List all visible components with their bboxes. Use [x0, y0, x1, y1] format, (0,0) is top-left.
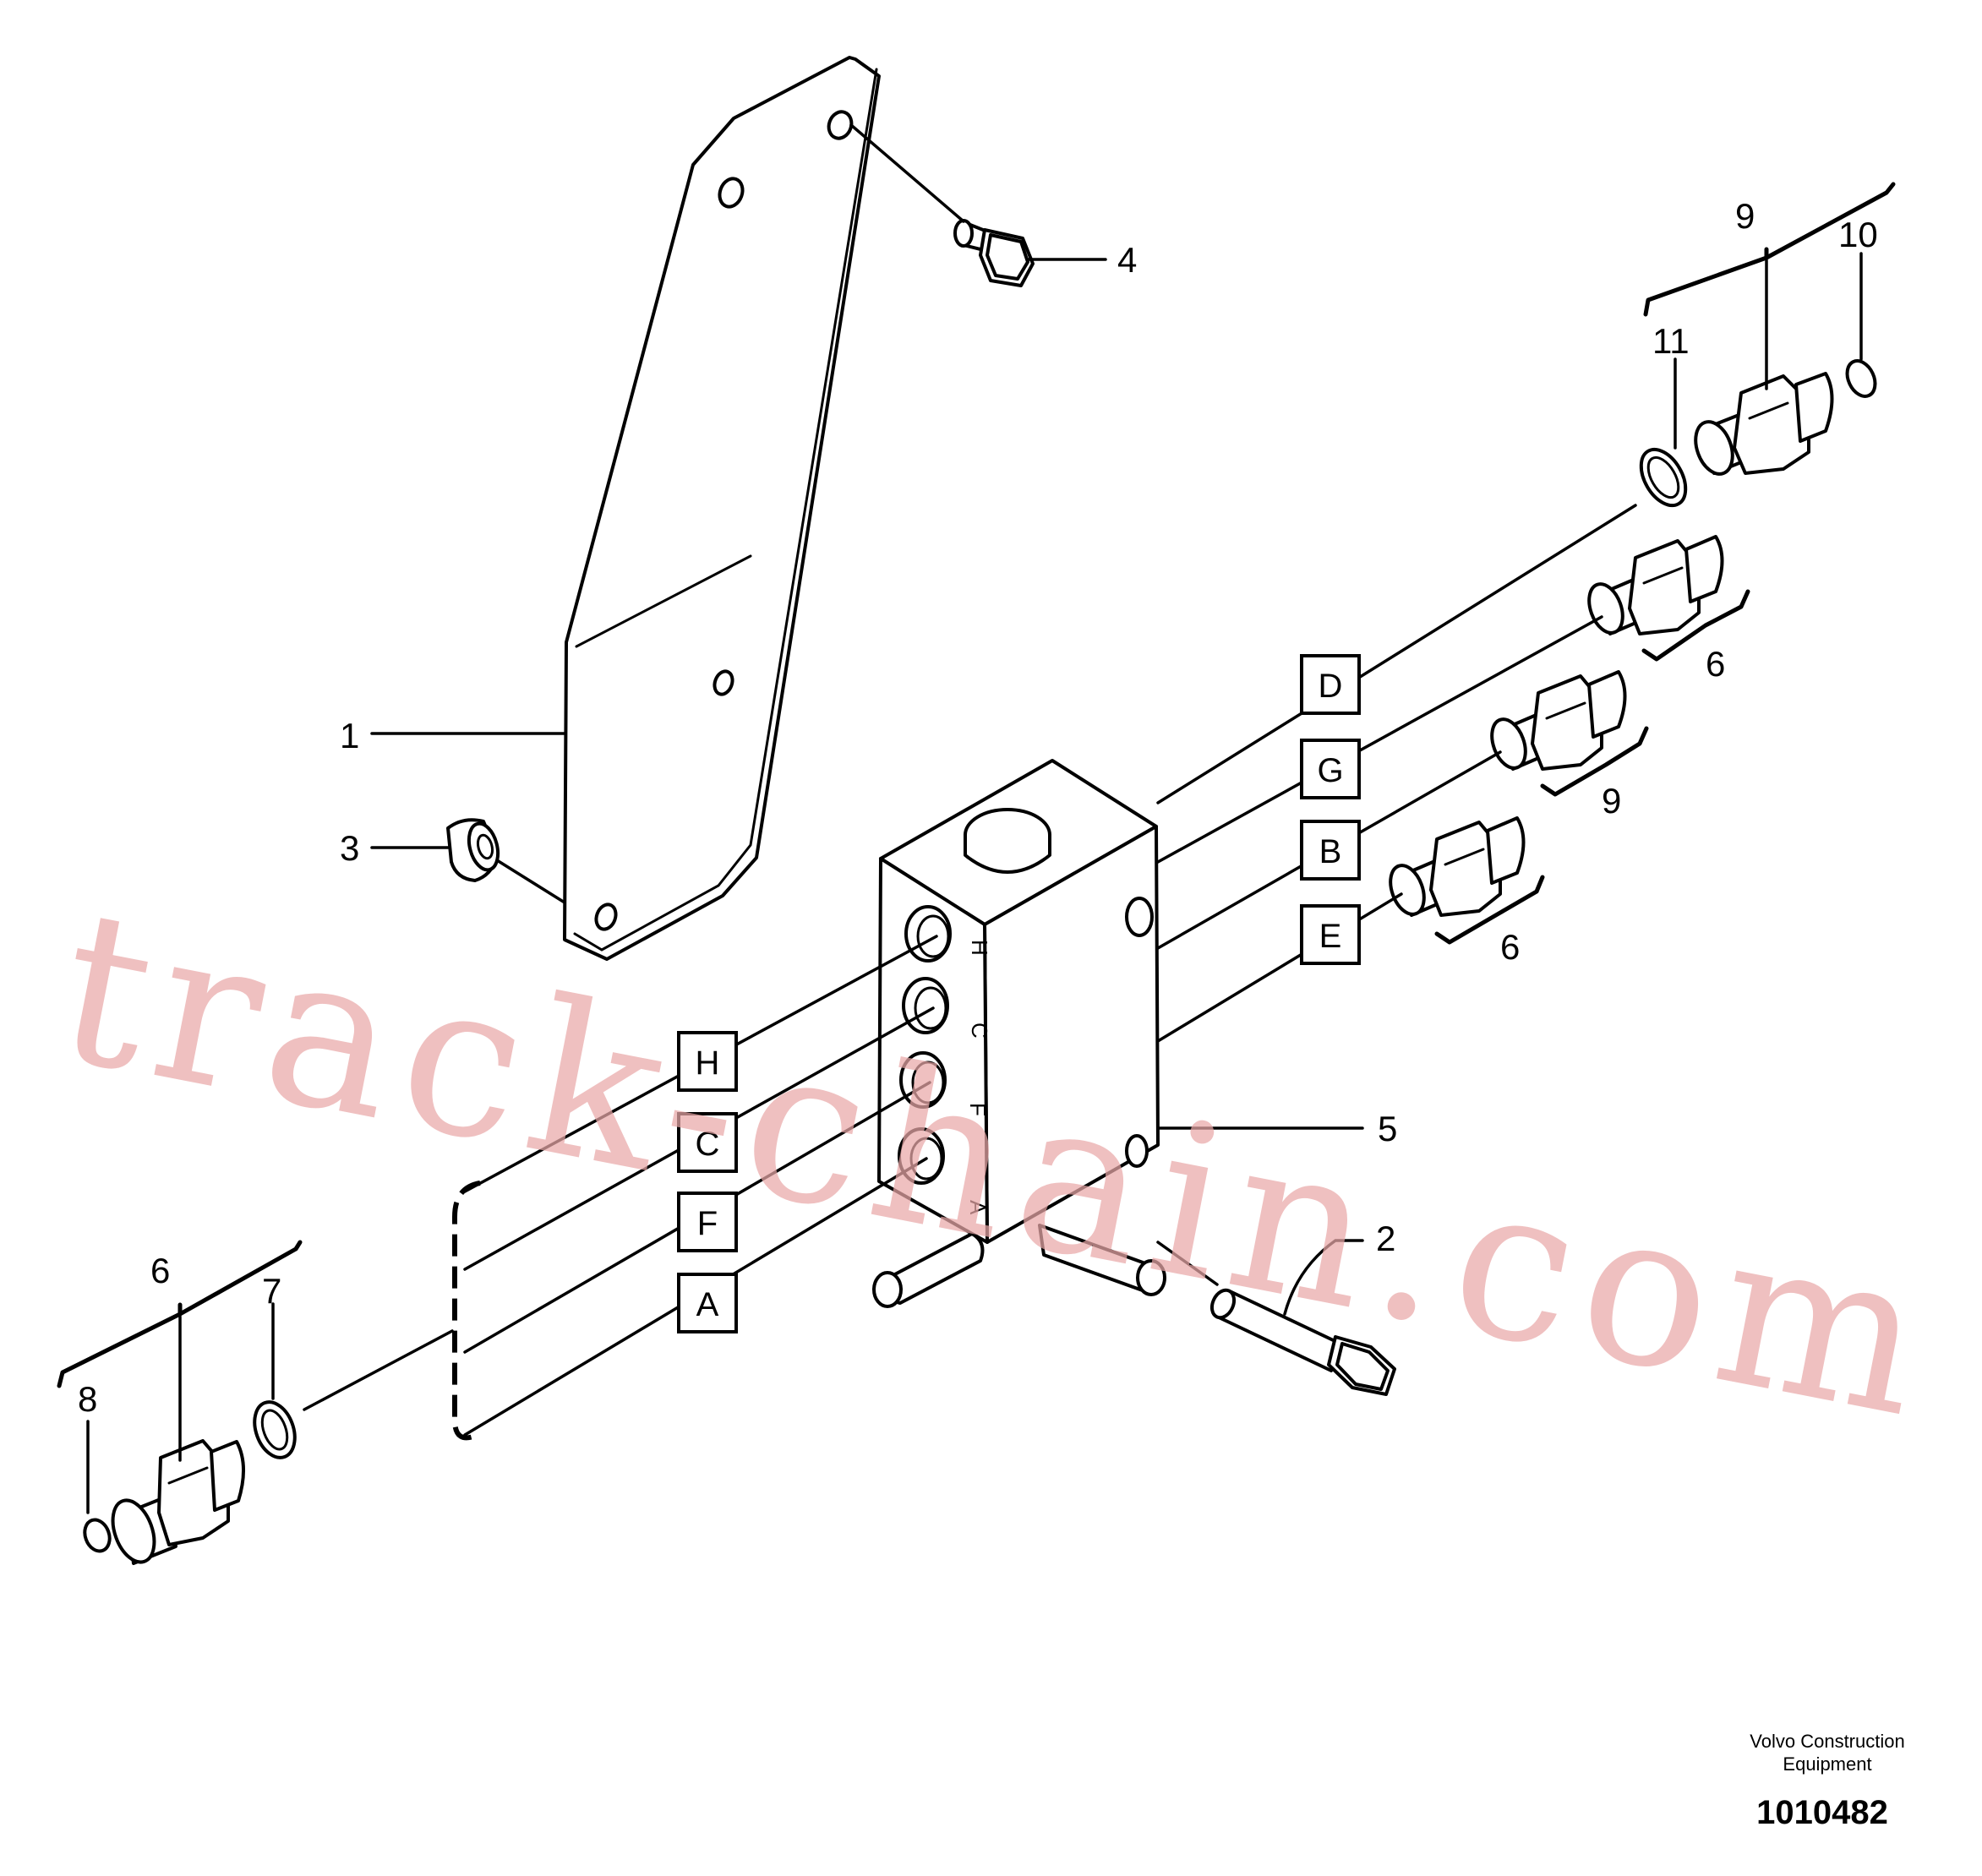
- face-letter-h: H: [967, 940, 992, 956]
- port-label-e-text: E: [1319, 918, 1342, 955]
- port-label-f: F: [677, 1192, 738, 1252]
- oring-left-small: [83, 1518, 112, 1553]
- port-label-c-text: C: [696, 1126, 720, 1163]
- port-label-c: C: [677, 1112, 738, 1173]
- port-label-a-text: A: [696, 1286, 719, 1323]
- port-label-h: H: [677, 1031, 738, 1092]
- port-label-d-text: D: [1319, 668, 1343, 705]
- nipple-left: [111, 1439, 246, 1565]
- port-label-b: B: [1300, 820, 1361, 881]
- callout-6-right-top: 6: [1706, 644, 1725, 684]
- port-label-h-text: H: [696, 1044, 720, 1082]
- oring-left-large: [253, 1400, 297, 1459]
- nipple-right-top: [1587, 535, 1724, 635]
- document-number: 1010482: [1756, 1794, 1888, 1831]
- face-letter-a: A: [965, 1200, 991, 1215]
- footer-company-line1: Volvo Construction: [1750, 1731, 1904, 1752]
- port-label-e: E: [1300, 904, 1361, 965]
- callout-4: 4: [1117, 240, 1137, 280]
- callout-1: 1: [340, 716, 359, 755]
- callout-2: 2: [1376, 1219, 1395, 1258]
- callout-9-top-right: 9: [1735, 196, 1755, 236]
- short-bolt: [849, 123, 1035, 287]
- callout-6-right-low: 6: [1500, 927, 1520, 967]
- port-label-a: A: [677, 1273, 738, 1333]
- nipple-right-low: [1389, 816, 1526, 917]
- oring-left-large-inner: [260, 1409, 289, 1451]
- callout-leaders: [86, 252, 1863, 1514]
- port-label-b-text: B: [1319, 833, 1342, 870]
- long-bolt: [1156, 1241, 1396, 1396]
- face-letter-c: C: [967, 1023, 992, 1039]
- callout-3: 3: [340, 828, 359, 868]
- spacer: [446, 818, 566, 904]
- port-label-g: G: [1300, 739, 1361, 799]
- mounting-bracket: [563, 56, 881, 961]
- oring-top-right-small: [1845, 359, 1877, 398]
- callout-7: 7: [262, 1271, 281, 1311]
- face-letter-f: F: [965, 1103, 991, 1116]
- braces: [57, 182, 1896, 1388]
- callout-9-right-mid: 9: [1602, 781, 1621, 821]
- callout-6-left: 6: [150, 1251, 170, 1290]
- nipple-top-right: [1694, 372, 1834, 476]
- footer-company-line2: Equipment: [1783, 1753, 1871, 1775]
- valve-block: H C F A: [872, 759, 1166, 1308]
- port-label-f-text: F: [697, 1205, 718, 1242]
- callout-5: 5: [1378, 1109, 1397, 1148]
- callout-10: 10: [1838, 215, 1878, 254]
- oring-top-right-large-inner: [1646, 455, 1680, 499]
- callout-11: 11: [1652, 321, 1690, 361]
- nipple-right-mid: [1490, 670, 1627, 771]
- port-label-g-text: G: [1317, 752, 1343, 789]
- callout-8: 8: [78, 1379, 97, 1419]
- oring-top-right-large: [1639, 447, 1688, 508]
- port-label-d: D: [1300, 654, 1361, 715]
